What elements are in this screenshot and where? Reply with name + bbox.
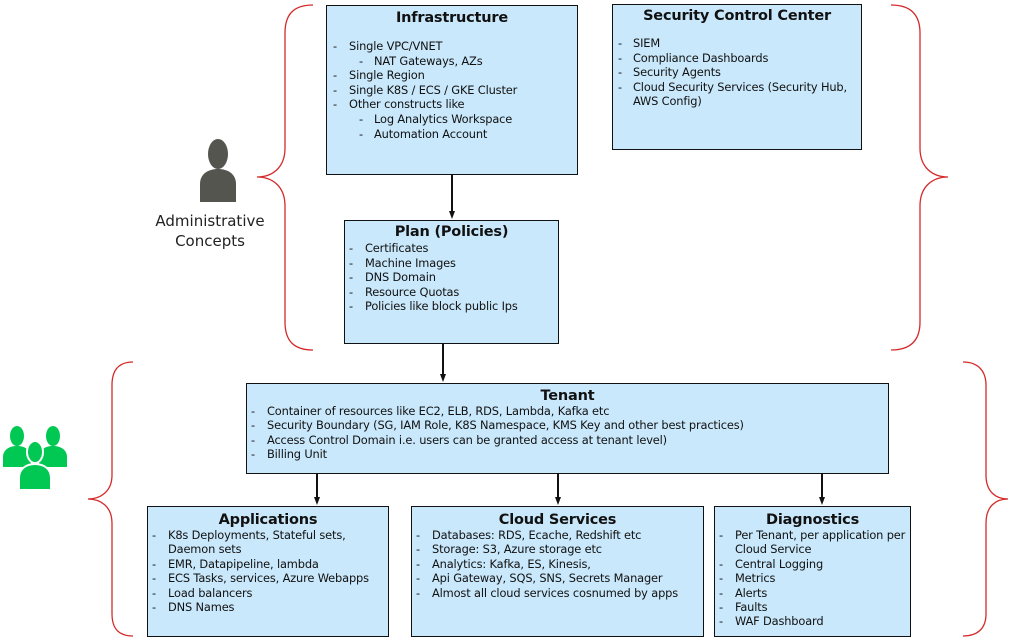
brace-tenant-right (962, 361, 1009, 637)
applications-box: Applications K8s Deployments, Stateful s… (147, 506, 389, 637)
list-item: Single K8S / ECS / GKE Cluster (329, 83, 577, 98)
list-item: DNS Domain (345, 270, 558, 285)
diagnostics-box: Diagnostics Per Tenant, per application … (714, 506, 911, 637)
list-item: ECS Tasks, services, Azure Webapps (148, 571, 388, 586)
infrastructure-title: Infrastructure (395, 10, 509, 26)
plan-policies-list: Certificates Machine Images DNS Domain R… (345, 241, 558, 314)
diagnostics-list: Per Tenant, per application per Cloud Se… (715, 528, 910, 629)
tenant-list: Container of resources like EC2, ELB, RD… (247, 404, 888, 462)
list-item: Compliance Dashboards (613, 51, 861, 66)
list-item: Cloud Security Services (Security Hub, A… (613, 80, 861, 109)
list-item: EMR, Datapipeline, lambda (148, 557, 388, 572)
list-item: Policies like block public Ips (345, 299, 558, 314)
plan-policies-box: Plan (Policies) Certificates Machine Ima… (344, 220, 559, 344)
list-item: SIEM (613, 36, 861, 51)
list-item: Load balancers (148, 586, 388, 601)
brace-tenant-left (87, 361, 134, 637)
list-item: Billing Unit (247, 447, 888, 462)
list-item: Security Agents (613, 65, 861, 80)
list-item: NAT Gateways, AZs (329, 54, 577, 69)
cloud-services-title: Cloud Services (498, 512, 617, 528)
list-item: Single Region (329, 68, 577, 83)
list-item: Other constructs like (329, 97, 577, 112)
list-item: Analytics: Kafka, ES, Kinesis, (412, 557, 703, 572)
cloud-services-box: Cloud Services Databases: RDS, Ecache, R… (411, 506, 704, 637)
list-item: Access Control Domain i.e. users can be … (247, 433, 888, 448)
list-item: Databases: RDS, Ecache, Redshift etc (412, 528, 703, 543)
brace-admin-left (256, 4, 314, 351)
diagnostics-title: Diagnostics (765, 512, 859, 528)
administrative-concepts-label: Administrative Concepts (155, 212, 265, 250)
cloud-services-list: Databases: RDS, Ecache, Redshift etc Sto… (412, 528, 703, 600)
list-item: Machine Images (345, 256, 558, 271)
applications-title: Applications (218, 512, 318, 528)
brace-admin-right (890, 4, 949, 351)
list-item: Security Boundary (SG, IAM Role, K8S Nam… (247, 418, 888, 433)
applications-list: K8s Deployments, Stateful sets, Daemon s… (148, 528, 388, 615)
list-item: Central Logging (715, 557, 910, 572)
list-item: DNS Names (148, 600, 388, 615)
list-item: Per Tenant, per application per Cloud Se… (715, 528, 910, 557)
list-item: Automation Account (329, 127, 577, 142)
infrastructure-box: Infrastructure Single VPC/VNET NAT Gatew… (326, 5, 578, 175)
list-item: Resource Quotas (345, 285, 558, 300)
list-item: Metrics (715, 571, 910, 586)
list-item: Almost all cloud services cosnumed by ap… (412, 586, 703, 601)
plan-policies-title: Plan (Policies) (394, 224, 509, 240)
list-item: Single VPC/VNET (329, 39, 577, 54)
list-item: Alerts (715, 586, 910, 601)
list-item: Log Analytics Workspace (329, 112, 577, 127)
security-control-center-box: Security Control Center SIEM Compliance … (612, 4, 862, 150)
tenant-title: Tenant (540, 388, 595, 404)
list-item: Storage: S3, Azure storage etc (412, 542, 703, 557)
security-control-center-title: Security Control Center (643, 8, 831, 24)
infrastructure-list: Single VPC/VNET NAT Gateways, AZs Single… (327, 39, 577, 141)
list-item: Faults (715, 600, 910, 615)
security-control-center-list: SIEM Compliance Dashboards Security Agen… (613, 36, 861, 109)
list-item: Container of resources like EC2, ELB, RD… (247, 404, 888, 419)
list-item: Api Gateway, SQS, SNS, Secrets Manager (412, 571, 703, 586)
person-icon (200, 139, 236, 202)
list-item: K8s Deployments, Stateful sets, Daemon s… (148, 528, 388, 557)
list-item: WAF Dashboard (715, 614, 910, 629)
list-item: Certificates (345, 241, 558, 256)
tenant-box: Tenant Container of resources like EC2, … (246, 383, 889, 474)
user-group-icon (3, 426, 67, 491)
